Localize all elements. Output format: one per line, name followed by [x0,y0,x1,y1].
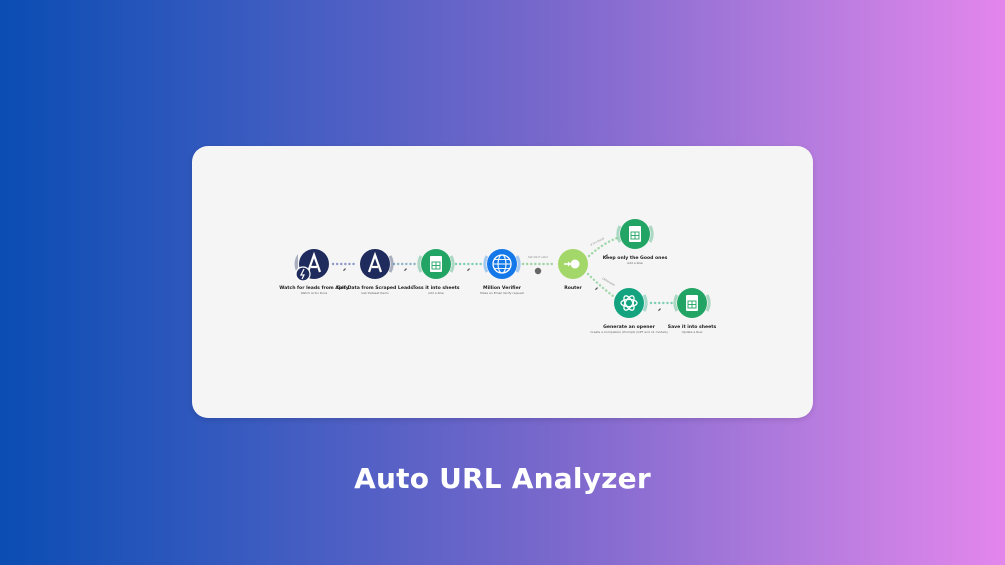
scenario-canvas: Set OK if valid If it's Good Otherwise W… [192,146,813,418]
route-label-bottom: Otherwise [602,276,617,287]
node-watch-apify[interactable]: Watch for leads from Apify Watch Actor R… [279,249,349,295]
node-generate-opener[interactable]: Generate an opener Create a Completion (… [590,288,668,334]
filter-icon[interactable] [534,267,542,275]
node-toss-into-sheets[interactable]: Toss it into sheets Add a Row [412,249,460,295]
node-sub: Watch Actor Runs [301,291,328,295]
node-label: Watch for leads from Apify [279,285,348,291]
connector-router-top[interactable] [587,236,619,258]
node-sub: Add a Row [627,261,643,265]
node-sub: Create a Completion (Prompt) (GPT and o1… [590,330,667,334]
node-label: Get Data from Scraped Leads [337,285,413,291]
wrench-icon[interactable] [404,268,407,272]
node-label: Toss it into sheets [412,285,459,291]
node-label: Million Verifier [483,285,522,291]
scenario-flow: Set OK if valid If it's Good Otherwise W… [279,219,717,334]
wrench-icons [343,254,661,312]
trigger-clock-icon [295,266,311,282]
node-save-into-sheets[interactable]: Save it into sheets Update a Row [668,288,717,334]
node-keep-good-ones[interactable]: Keep only the Good ones Add a Row [603,219,668,265]
wrench-icon[interactable] [595,287,598,291]
node-sub: Update a Row [682,330,703,334]
node-label: Router [564,285,582,291]
node-million-verifier[interactable]: Million Verifier Make an Email Verify re… [480,249,525,295]
wrench-icon[interactable] [605,254,608,258]
apify-logo-icon [360,249,390,279]
route-label-top: If it's Good [590,236,605,247]
node-label: Save it into sheets [668,324,717,330]
wrench-icon[interactable] [343,268,346,272]
wrench-icon[interactable] [467,268,470,272]
node-sub: Add a Row [428,291,444,295]
node-sub: Make an Email Verify request [480,291,525,295]
node-label: Generate an opener [603,324,655,330]
node-sub: Get Dataset Items [361,291,389,295]
openai-icon [614,288,644,318]
node-get-data-apify[interactable]: Get Data from Scraped Leads Get Dataset … [337,249,413,295]
connector-router-bottom[interactable] [586,272,615,298]
node-router[interactable]: Router [558,249,588,291]
node-label: Keep only the Good ones [603,255,668,261]
wrench-icon[interactable] [658,308,661,312]
route-label-verifier: Set OK if valid [528,255,548,259]
page-title: Auto URL Analyzer [354,462,651,495]
